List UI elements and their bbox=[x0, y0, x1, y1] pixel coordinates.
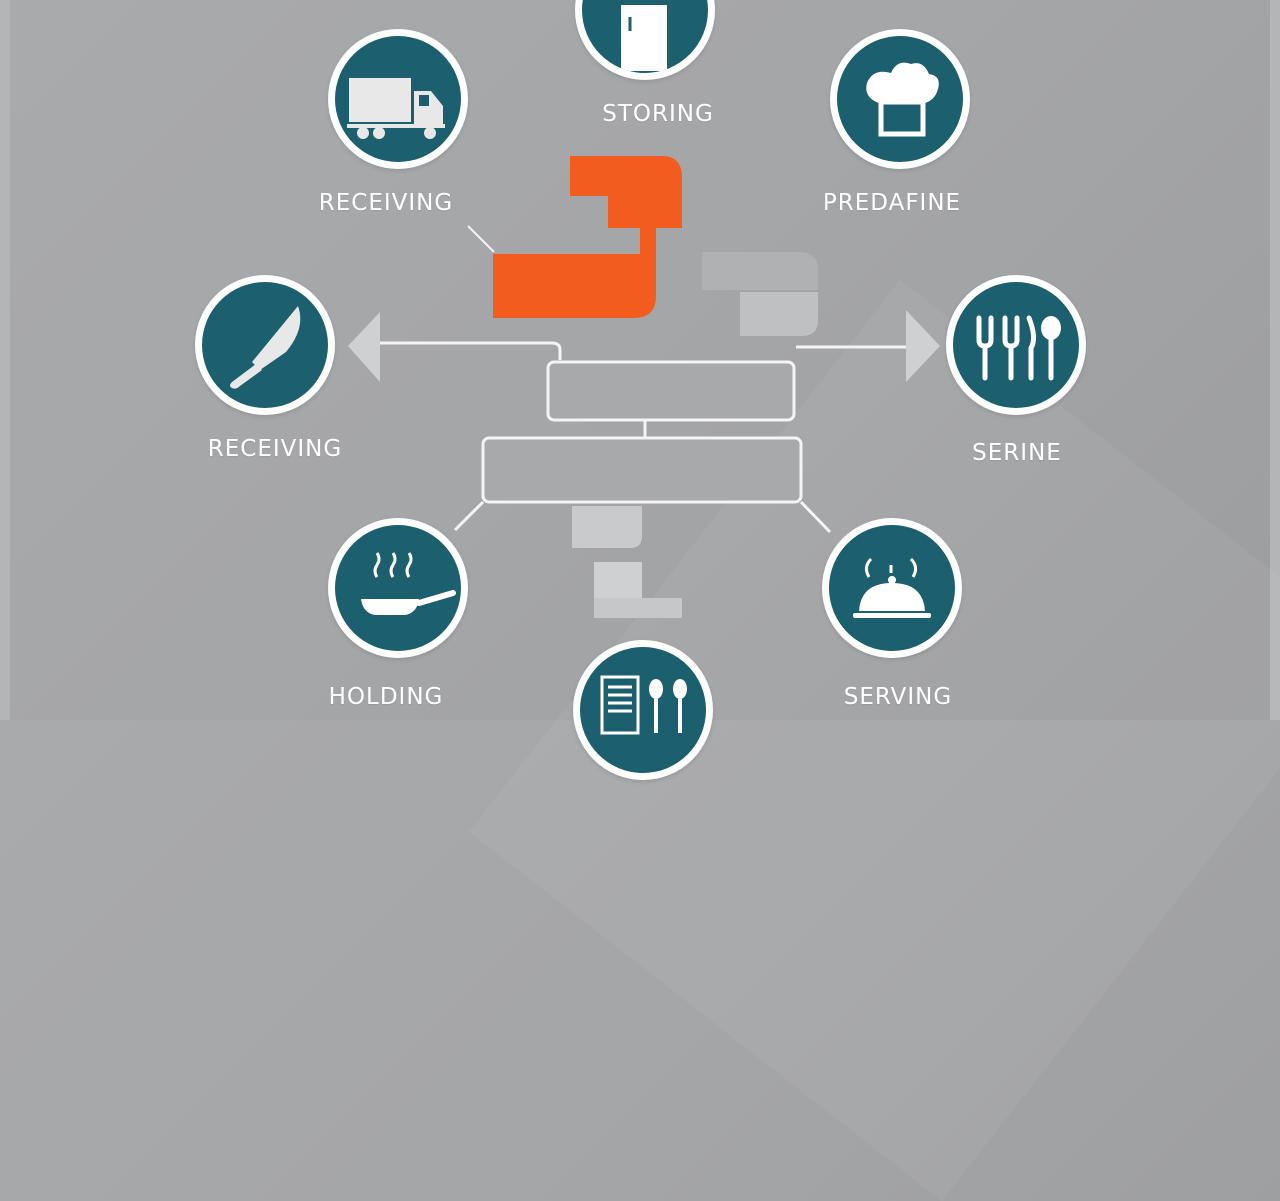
orange-bracket-shape bbox=[570, 156, 682, 228]
center-box-lower bbox=[481, 436, 803, 504]
label-storing: STORING bbox=[602, 101, 714, 127]
connector-left-line bbox=[380, 341, 562, 360]
menu-and-spoons-icon bbox=[600, 675, 687, 735]
right-border bbox=[1270, 0, 1280, 720]
arrow-right bbox=[906, 310, 940, 382]
frying-pan-icon bbox=[361, 552, 456, 615]
predafine-badge bbox=[830, 29, 970, 169]
cloche-icon bbox=[853, 557, 931, 618]
ghost-shape-right-lower bbox=[740, 292, 818, 336]
ghost-stack-3 bbox=[594, 598, 682, 618]
ghost-shape-right bbox=[702, 252, 818, 290]
center-box-upper bbox=[546, 360, 796, 422]
process-diagram: STORING RECEIVING PREDAFINE bbox=[0, 0, 1280, 773]
orange-block-shape bbox=[493, 228, 656, 318]
serine-badge bbox=[946, 275, 1086, 415]
connector-layer bbox=[348, 156, 940, 618]
ghost-stack-2 bbox=[594, 562, 642, 598]
knife-icon bbox=[230, 306, 301, 389]
arrow-left bbox=[348, 312, 380, 382]
bottom-badge bbox=[573, 640, 713, 780]
label-serving: SERVING bbox=[843, 684, 953, 710]
left-border bbox=[0, 0, 10, 720]
ghost-stack-1 bbox=[572, 506, 642, 548]
receiving-truck-badge bbox=[328, 29, 468, 169]
receiving-knife-badge bbox=[195, 275, 335, 415]
connector-bottom-left bbox=[453, 500, 485, 532]
chef-hat-icon bbox=[866, 62, 939, 137]
serving-badge bbox=[822, 518, 962, 658]
cutlery-icon bbox=[976, 315, 1061, 381]
label-receiving-top: RECEIVING bbox=[318, 190, 454, 216]
refrigerator-icon bbox=[621, 5, 667, 71]
storing-badge bbox=[575, 0, 715, 80]
label-predafine: PREDAFINE bbox=[822, 190, 962, 216]
label-receiving-mid: RECEIVING bbox=[207, 436, 343, 462]
connector-bottom-right bbox=[799, 500, 832, 534]
label-serine: SERINE bbox=[972, 440, 1062, 466]
delivery-truck-icon bbox=[347, 78, 445, 139]
holding-badge bbox=[328, 518, 468, 658]
label-holding: HOLDING bbox=[328, 684, 444, 710]
connector-top-left bbox=[467, 225, 495, 253]
